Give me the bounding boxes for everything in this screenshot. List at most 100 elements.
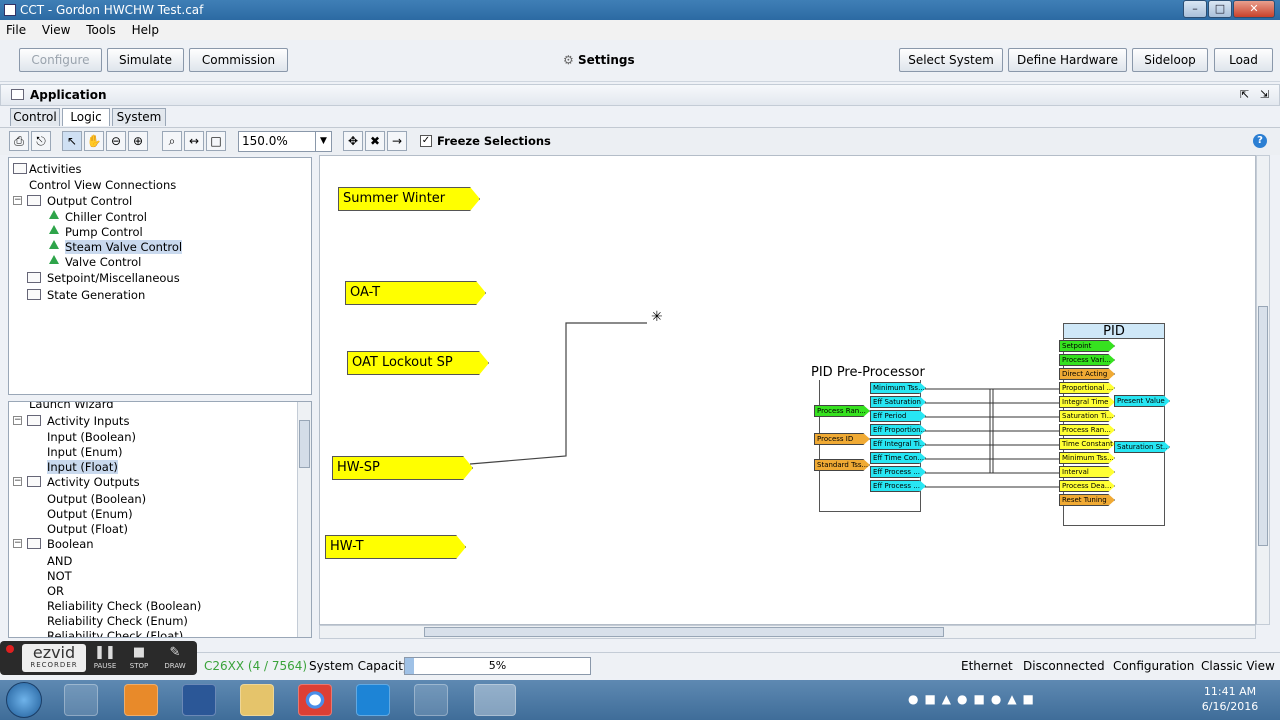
collapse-icon[interactable]: − [13,195,22,205]
tree-item-output-enum[interactable]: Output (Enum) [47,507,133,521]
tree-item-steam-valve-control[interactable]: Steam Valve Control [65,240,183,254]
menu-tools[interactable]: Tools [86,23,116,37]
internet-explorer-icon[interactable] [64,684,98,716]
pin-time-constant[interactable]: Time Constant [1059,438,1115,450]
clock[interactable]: 11:41 AM 6/16/2016 [1190,684,1270,714]
pin-integral-time[interactable]: Integral Time [1059,396,1115,408]
pin-eff-period[interactable]: Eff Period [870,410,926,422]
pin-process-deadtime[interactable]: Process Dea... [1059,480,1115,492]
pin-process-range[interactable]: Process Ran... [814,405,870,417]
outlook-icon[interactable] [124,684,158,716]
collapse-icon[interactable]: − [13,538,22,548]
menu-view[interactable]: View [41,23,71,37]
input-tag-oat-lockout-sp[interactable]: OAT Lockout SP [347,351,489,375]
tree-item-chiller-control[interactable]: Chiller Control [65,210,147,224]
tree-item-setpoint-misc[interactable]: Setpoint/Miscellaneous [47,271,180,285]
pin-saturation-status[interactable]: Saturation St... [1114,441,1170,453]
tree-item-activity-inputs[interactable]: Activity Inputs [47,414,130,428]
pan-hand-icon[interactable]: ✋ [84,131,104,151]
pin-eff-process-1[interactable]: Eff Process ... [870,466,926,478]
menu-help[interactable]: Help [131,23,159,37]
collapse-icon[interactable]: − [13,476,22,486]
tree-item-pump-control[interactable]: Pump Control [65,225,143,239]
move-block-icon[interactable]: ✥ [343,131,363,151]
tree-item-control-view-connections[interactable]: Control View Connections [29,178,177,192]
pin-direct-acting[interactable]: Direct Acting [1059,368,1115,380]
zoom-region-icon[interactable]: □ [206,131,226,151]
pin-present-value[interactable]: Present Value [1114,395,1170,407]
tree-item-input-float[interactable]: Input (Float) [47,460,118,474]
add-connection-icon[interactable]: → [387,131,407,151]
pin-eff-integral-time[interactable]: Eff Integral Ti... [870,438,926,450]
tree-item-reliability-boolean[interactable]: Reliability Check (Boolean) [47,599,202,613]
pin-minimum-tss[interactable]: Minimum Tss... [1059,452,1115,464]
undock-icon[interactable]: ⇱ [1240,88,1250,101]
scrollbar-thumb[interactable] [299,420,310,468]
maximize-panel-icon[interactable]: ⇲ [1260,88,1270,101]
chevron-down-icon[interactable]: ▼ [315,132,331,151]
zoom-in-icon[interactable]: ⊕ [128,131,148,151]
tree-item-activity-outputs[interactable]: Activity Outputs [47,475,140,489]
tree-item-not[interactable]: NOT [47,569,72,583]
zoom-select[interactable]: 150.0% ▼ [238,131,332,152]
pin-setpoint[interactable]: Setpoint [1059,340,1115,352]
menu-file[interactable]: File [6,23,27,37]
load-button[interactable]: Load [1214,48,1273,72]
view-mode[interactable]: Classic View [1201,659,1275,673]
tree-scrollbar[interactable] [297,402,311,637]
system-tray-icons[interactable]: ●■▲●■●▲■ [908,692,1040,706]
pause-button[interactable]: ❚❚PAUSE [90,644,120,672]
collapse-icon[interactable]: − [13,415,22,425]
canvas-vertical-scrollbar[interactable] [1256,155,1270,625]
pin-minimum-tss[interactable]: Minimum Tss... [870,382,926,394]
tree-item-and[interactable]: AND [47,554,73,568]
zoom-fit-icon[interactable]: ⌕ [162,131,182,151]
commission-button[interactable]: Commission [189,48,288,72]
configure-button[interactable]: Configure [19,48,102,72]
print-icon[interactable]: ⎙ [9,131,29,151]
define-hardware-button[interactable]: Define Hardware [1008,48,1127,72]
app-c-icon[interactable] [356,684,390,716]
connect-icon[interactable]: ✖ [365,131,385,151]
chrome-icon[interactable] [298,684,332,716]
tree-item-output-boolean[interactable]: Output (Boolean) [47,492,147,506]
pin-eff-saturation[interactable]: Eff Saturation [870,396,926,408]
minimize-button[interactable]: – [1183,0,1207,18]
pin-reset-tuning[interactable]: Reset Tuning [1059,494,1115,506]
input-tag-hw-t[interactable]: HW-T [325,535,466,559]
pin-saturation-time[interactable]: Saturation Ti... [1059,410,1115,422]
select-system-button[interactable]: Select System [899,48,1003,72]
pin-process-variable[interactable]: Process Vari... [1059,354,1115,366]
canvas-horizontal-scrollbar[interactable] [319,625,1256,639]
tree-item-output-float[interactable]: Output (Float) [47,522,128,536]
input-tag-summer-winter[interactable]: Summer Winter [338,187,480,211]
tree-item-state-generation[interactable]: State Generation [47,288,146,302]
tab-control[interactable]: Control [10,108,60,126]
tree-item-input-boolean[interactable]: Input (Boolean) [47,430,136,444]
start-button[interactable] [6,682,42,718]
tree-item-activities[interactable]: Activities [29,162,82,176]
input-tag-oa-t[interactable]: OA-T [345,281,486,305]
tree-item-valve-control[interactable]: Valve Control [65,255,142,269]
tree-item-launch-wizard[interactable]: Launch Wizard [29,401,114,411]
pin-eff-process-2[interactable]: Eff Process ... [870,480,926,492]
file-explorer-icon[interactable] [240,684,274,716]
tree-item-input-enum[interactable]: Input (Enum) [47,445,123,459]
pin-process-range[interactable]: Process Ran... [1059,424,1115,436]
help-icon[interactable]: ? [1253,134,1267,148]
maximize-button[interactable]: □ [1208,0,1232,18]
zoom-out-icon[interactable]: ⊖ [106,131,126,151]
zoom-width-icon[interactable]: ↔ [184,131,204,151]
stop-button[interactable]: ■STOP [124,644,154,672]
freeze-selections-checkbox[interactable]: ✓ [420,135,432,147]
pin-eff-time-constant[interactable]: Eff Time Con... [870,452,926,464]
close-button[interactable]: ✕ [1233,0,1275,18]
word-icon[interactable] [182,684,216,716]
tree-item-or[interactable]: OR [47,584,65,598]
tree-item-output-control[interactable]: Output Control [47,194,133,208]
logic-canvas[interactable]: Summer Winter OA-T OAT Lockout SP HW-SP … [319,155,1256,625]
pin-interval[interactable]: Interval [1059,466,1115,478]
input-tag-hw-sp[interactable]: HW-SP [332,456,473,480]
tree-item-reliability-enum[interactable]: Reliability Check (Enum) [47,614,188,628]
settings-button[interactable]: ⚙ Settings [563,50,663,70]
